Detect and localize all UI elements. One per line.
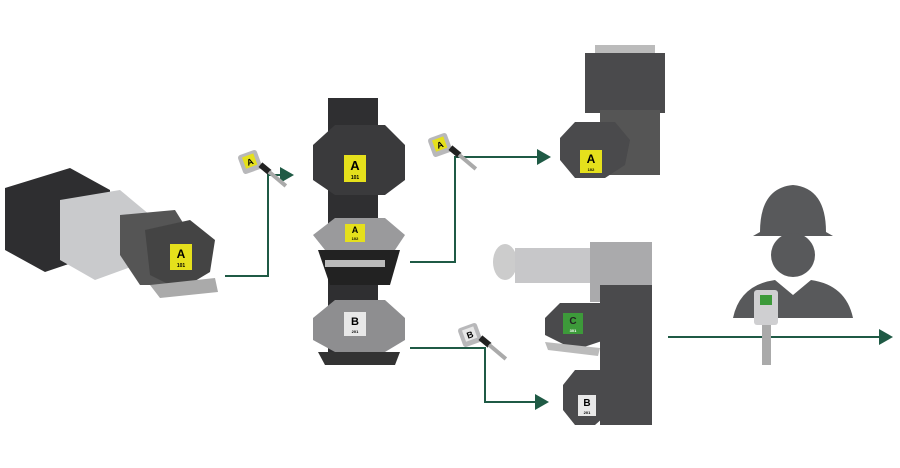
motor-with-lock: A 101 (5, 168, 218, 298)
tag-letter: A (177, 247, 186, 261)
tag-number: 101 (351, 175, 360, 181)
key-a-2: A (428, 133, 478, 171)
worker-hardhat-icon (733, 185, 853, 365)
tag-letter: A (350, 158, 360, 173)
key-b: B (458, 323, 508, 361)
personal-key-icon (762, 325, 771, 365)
tag-number: 201 (352, 329, 359, 334)
key-a-1: A (238, 150, 288, 188)
key-exchange-unit: A 101 A 102 B 201 (313, 98, 405, 365)
connector-exchange-to-access (410, 149, 551, 263)
tag-number: 102 (588, 167, 595, 172)
tag-number: 201 (584, 410, 591, 415)
key-letter: A (435, 139, 445, 151)
connector-motor-to-exchange (225, 167, 294, 277)
tag-number: 101 (177, 263, 186, 269)
tag-letter: C (569, 316, 576, 327)
tag-number: 301 (570, 328, 577, 333)
access-lock-upper: A 102 (560, 45, 665, 178)
tag-number: 102 (352, 236, 359, 241)
tag-letter: B (583, 398, 590, 409)
door-handle-lock: C 301 B 201 (493, 242, 652, 425)
key-letter: B (465, 329, 475, 341)
connector-exchange-to-door (410, 347, 549, 410)
tag-letter: A (587, 152, 596, 166)
tag-letter: A (352, 225, 359, 235)
key-letter: A (245, 156, 255, 168)
tag-letter: B (351, 316, 359, 328)
